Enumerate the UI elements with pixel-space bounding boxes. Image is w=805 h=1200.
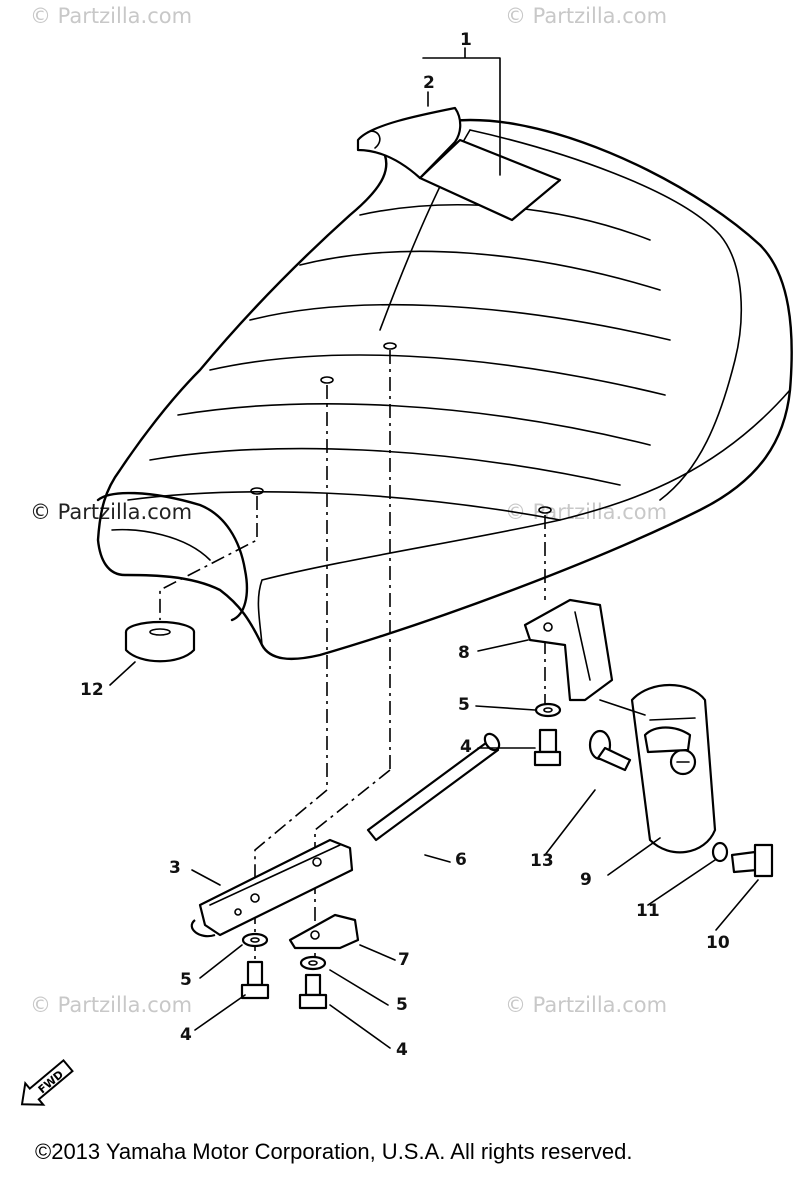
callout-2: 2 — [423, 73, 435, 93]
seat-hole-front — [383, 342, 397, 350]
bolt-part-10 — [730, 843, 774, 878]
callout-4-lock: 4 — [460, 737, 472, 757]
washer-part-11 — [711, 841, 729, 863]
watermark-top-left: © Partzilla.com — [30, 4, 192, 28]
leader-lines — [109, 47, 759, 1049]
seat-hole-rear — [250, 487, 264, 495]
bracket-part-7 — [288, 913, 360, 950]
lock-bracket-part-8 — [523, 598, 614, 702]
callout-7: 7 — [398, 950, 410, 970]
watermark-bottom-right: © Partzilla.com — [505, 993, 667, 1017]
hinge-bracket-part-3 — [190, 838, 354, 938]
seat-hole-lock — [538, 506, 552, 514]
copyright-footer: ©2013 Yamaha Motor Corporation, U.S.A. A… — [35, 1139, 632, 1164]
seat-hole-mid — [320, 376, 334, 384]
callout-3: 3 — [169, 858, 181, 878]
bolt-part-4-front — [298, 973, 328, 1010]
washer-part-5-front — [299, 955, 327, 971]
watermark-mid-left: © Partzilla.com — [30, 500, 192, 524]
washer-part-5-lock — [534, 702, 562, 718]
callout-8: 8 — [458, 643, 470, 663]
callout-5-rear: 5 — [180, 970, 192, 990]
key-part-13 — [588, 729, 632, 772]
watermark-top-right: © Partzilla.com — [505, 4, 667, 28]
watermark-bottom-left: © Partzilla.com — [30, 993, 192, 1017]
hinge-rod-part-6 — [366, 732, 501, 842]
callout-6: 6 — [455, 850, 467, 870]
seat-assembly — [96, 106, 793, 661]
bolt-part-4-lock — [533, 728, 562, 767]
watermark-mid-right: © Partzilla.com — [505, 500, 667, 524]
washer-part-5-rear — [241, 932, 269, 948]
fwd-arrow-icon: FWD — [20, 1058, 74, 1106]
callout-12: 12 — [80, 680, 104, 700]
callout-10: 10 — [706, 933, 730, 953]
alignment-line-mid — [254, 385, 328, 895]
callout-13: 13 — [530, 851, 554, 871]
callout-5-lock: 5 — [458, 695, 470, 715]
bolt-part-4-rear — [240, 960, 270, 1000]
callout-1: 1 — [460, 30, 472, 50]
callout-9: 9 — [580, 870, 592, 890]
callout-5-front: 5 — [396, 995, 408, 1015]
alignment-line-damper — [159, 496, 258, 620]
callout-11: 11 — [636, 901, 660, 921]
seat-lock-part-9 — [599, 683, 717, 854]
callout-4-front: 4 — [396, 1040, 408, 1060]
callout-4-rear: 4 — [180, 1025, 192, 1045]
damper-part-12 — [124, 620, 196, 663]
